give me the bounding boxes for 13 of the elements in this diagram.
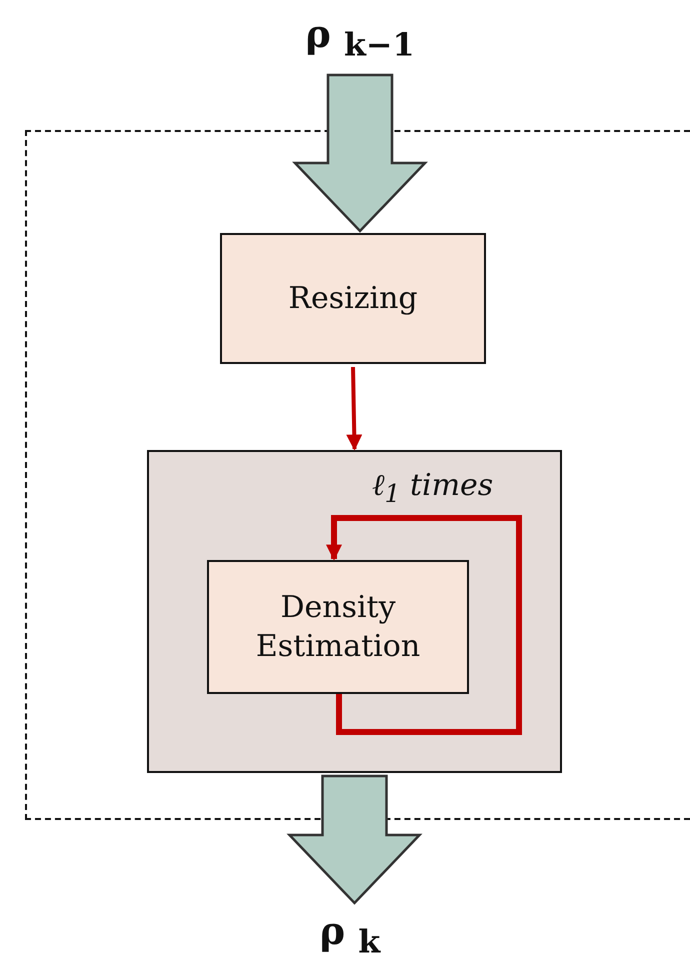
arrow (346, 366, 362, 451)
process-box (220, 233, 486, 364)
math-symbol: ρ $_{k}$ (320, 906, 380, 962)
process-box (207, 560, 469, 694)
box-label: Resizing (287, 280, 419, 318)
loop-container (147, 450, 562, 773)
block-arrow (292, 74, 428, 233)
edge-label: ℓ$_{1}$ times (372, 468, 494, 508)
block-arrow (286, 774, 422, 905)
box-label: Density Estimation (254, 589, 422, 666)
math-symbol: ρ $_{k−1}$ (305, 10, 414, 66)
loop-arrow (326, 515, 522, 735)
dashed-boundary (25, 130, 690, 820)
